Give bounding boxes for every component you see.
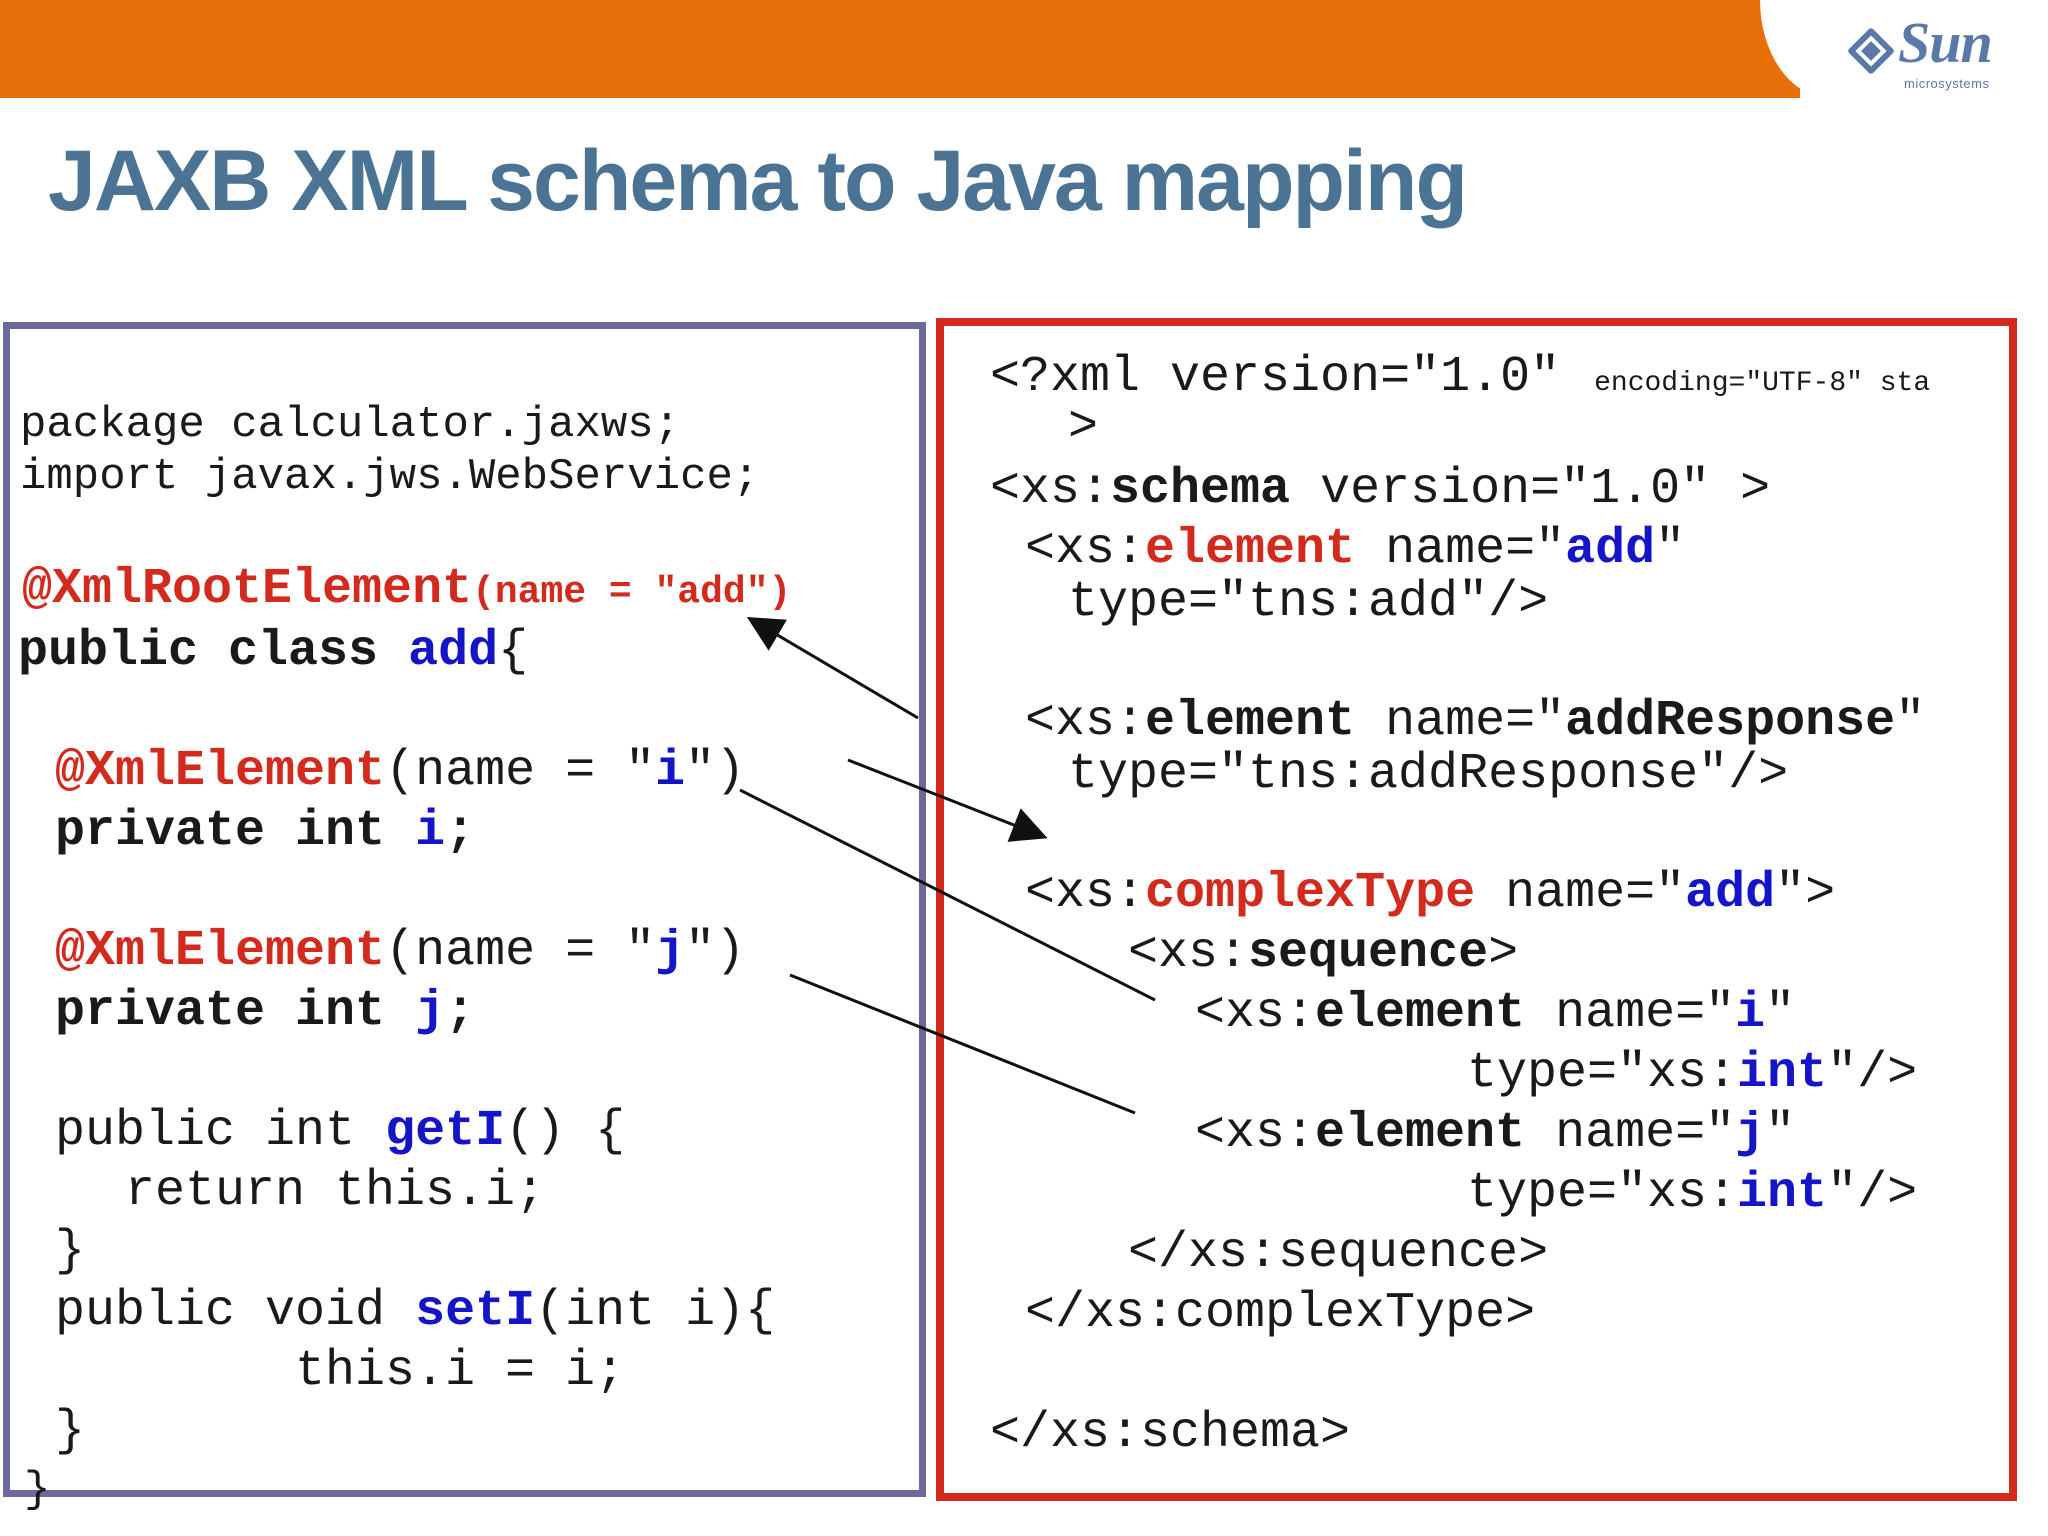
java-line-field-i: private int i; [55,803,476,860]
xml-line-element-add: <xs:element name="add" [1025,521,1686,578]
xml-line-sequence-open: <xs:sequence> [1128,925,1519,982]
xml-line-element-add-type: type="tns:add"/> [1068,574,1549,631]
brand-sub: microsystems [1904,76,1990,91]
xml-line-element-j: <xs:element name="j" [1195,1105,1796,1162]
java-line-setter-body: this.i = i; [295,1343,626,1400]
xml-line-complextype-close: </xs:complexType> [1025,1285,1536,1342]
java-line-class-close: } [24,1465,51,1515]
xml-line-element-i: <xs:element name="i" [1195,985,1796,1042]
xml-line-complextype-open: <xs:complexType name="add"> [1025,865,1836,922]
java-line-getter-close: } [55,1223,86,1280]
xml-line-element-addresponse: <xs:element name="addResponse" [1025,693,1926,750]
java-line-setter: public void setI(int i){ [55,1283,776,1340]
xml-line-sequence-close: </xs:sequence> [1128,1225,1549,1282]
sun-logo: Sun microsystems [1840,14,2025,94]
java-line-getter: public int getI() { [55,1103,626,1160]
java-line-setter-close: } [55,1403,86,1460]
xml-line-schema-open: <xs:schema version="1.0" > [990,461,1771,518]
sun-logo-icon [1848,28,1894,74]
java-line-import: import javax.jws.WebService; [20,452,760,502]
header-logo-area [1760,0,2048,98]
java-line-class-decl: public class add{ [18,623,529,680]
java-line-element-i-annotation: @XmlElement(name = "i") [55,743,746,800]
xml-line-element-addresponse-type: type="tns:addResponse"/> [1068,746,1789,803]
java-line-element-j-annotation: @XmlElement(name = "j") [55,923,746,980]
slide-title: JAXB XML schema to Java mapping [48,133,1468,229]
java-line-root-annotation: @XmlRootElement(name = "add") [22,561,792,618]
java-line-package: package calculator.jaxws; [20,400,681,450]
java-line-getter-body: return this.i; [125,1163,546,1220]
xml-line-element-i-type: type="xs:int"/> [1467,1045,1918,1102]
xml-line-schema-close: </xs:schema> [990,1405,1351,1462]
xml-line-declaration: <?xml version="1.0"encoding="UTF-8" sta [990,349,1931,406]
xml-line-element-j-type: type="xs:int"/> [1467,1165,1918,1222]
header-bar [0,0,1800,98]
xml-line-declaration-close: > [1068,399,1099,456]
brand-name: Sun [1898,10,1993,75]
java-line-field-j: private int j; [55,983,476,1040]
